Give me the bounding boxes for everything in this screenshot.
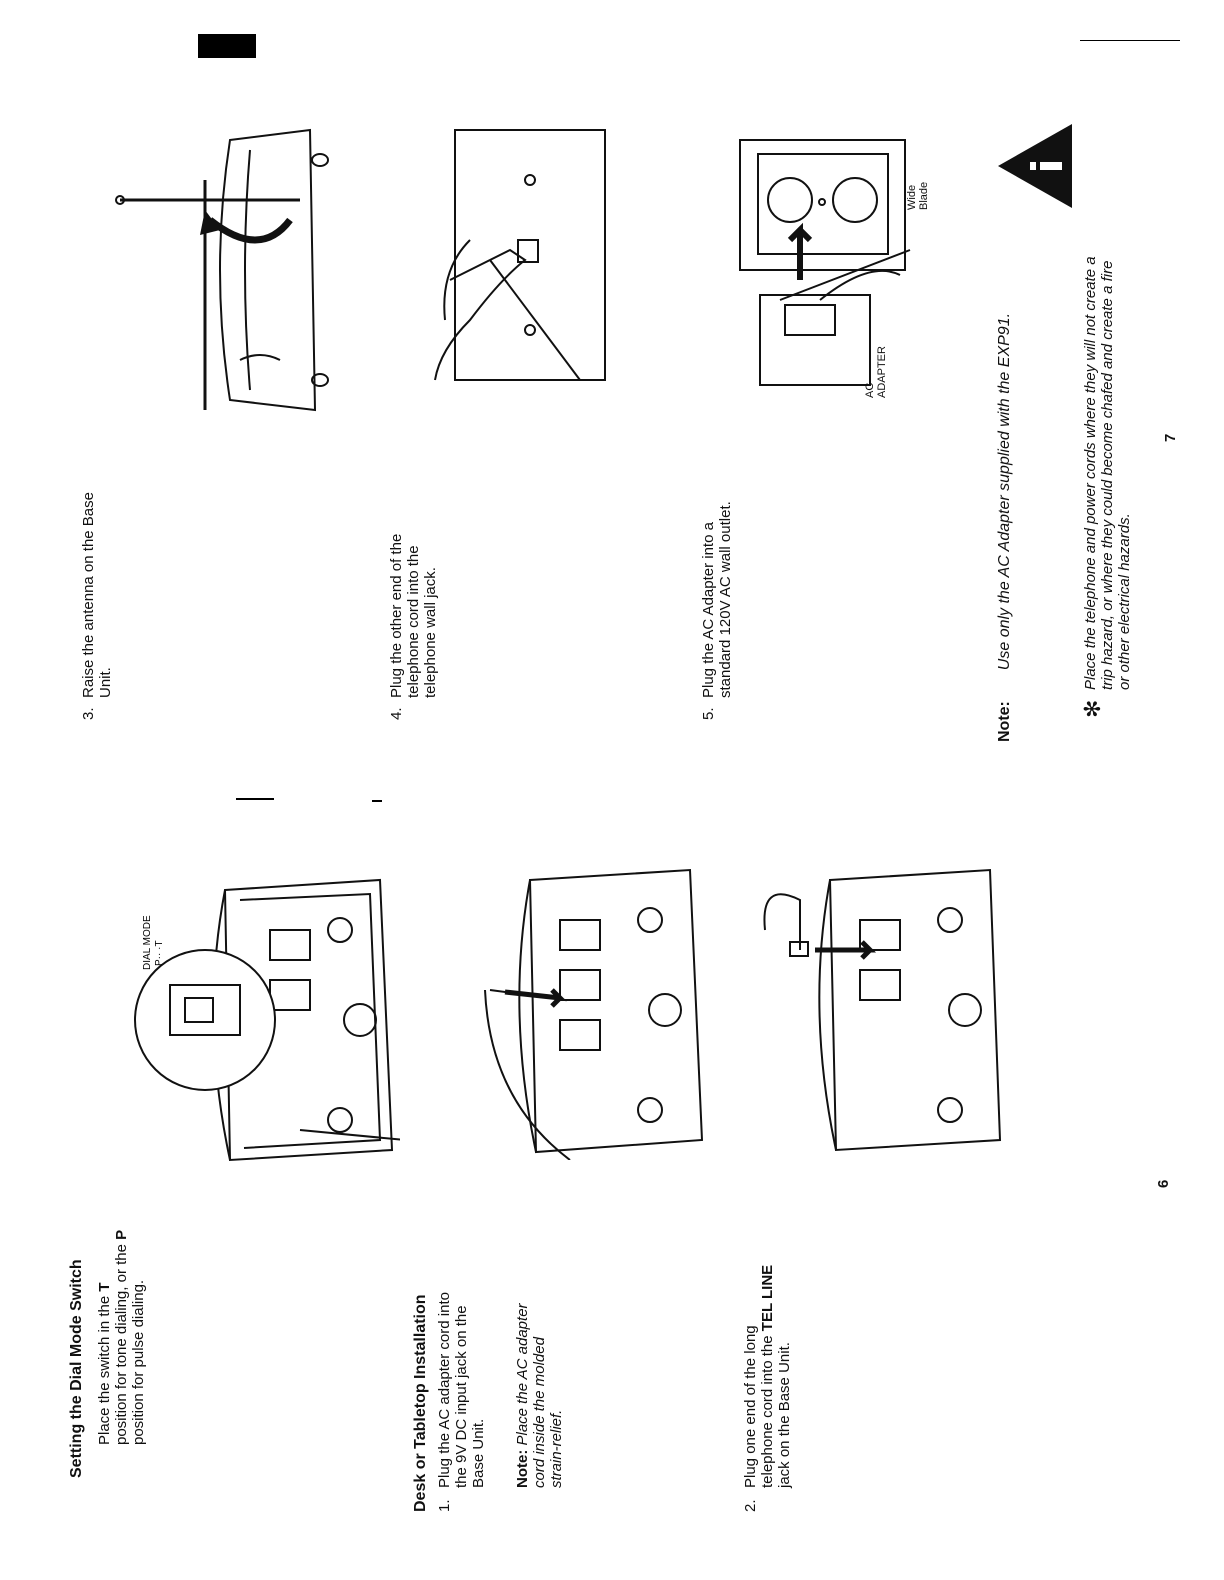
page-number-6: 6 bbox=[1155, 1179, 1172, 1188]
warning-triangle-icon bbox=[998, 124, 1072, 208]
blade-label: Wide Blade bbox=[906, 182, 930, 210]
step-4-text: Plug the other end of the telephone cord… bbox=[388, 534, 439, 698]
dial-mode-line-3: position for pulse dialing. bbox=[130, 1279, 147, 1445]
ac-adapter-outlet-illustration bbox=[730, 130, 950, 410]
step-3-line-2: Unit. bbox=[97, 667, 114, 698]
blade-label-line-2: Blade bbox=[918, 181, 930, 210]
desk-note-line-2: cord inside the molded bbox=[531, 1337, 548, 1488]
step-5-line-2: standard 120V AC wall outlet. bbox=[717, 501, 734, 698]
adapter-label-line-1: AC bbox=[864, 382, 876, 398]
step-2-line-2: telephone cord into the TEL LINE bbox=[759, 1264, 776, 1488]
dial-mode-sublabel: P·· ·T bbox=[154, 940, 165, 966]
desk-install-heading: Desk or Tabletop Installation bbox=[412, 1294, 429, 1512]
desk-note-line-3: strain-relief. bbox=[548, 1409, 565, 1488]
scan-dash-2 bbox=[372, 800, 382, 802]
dial-mode-heading: Setting the Dial Mode Switch bbox=[68, 1259, 85, 1478]
desk-note-line-1: Note: Place the AC adapter bbox=[514, 1303, 531, 1488]
page-number-7: 7 bbox=[1162, 433, 1179, 442]
right-note-label: Note: bbox=[996, 701, 1013, 742]
asterisk-icon: ✻ bbox=[1080, 699, 1105, 718]
base-unit-dial-mode-illustration: DIAL MODE P·· ·T bbox=[130, 870, 400, 1170]
step-4-line-2: telephone cord into the bbox=[405, 545, 422, 698]
step-3-number: 3. bbox=[80, 707, 97, 720]
step-4-number: 4. bbox=[388, 707, 405, 720]
warning-line-1: Place the telephone and power cords wher… bbox=[1082, 256, 1099, 690]
scan-dash-1 bbox=[236, 798, 274, 800]
step-1-line-3: Base Unit. bbox=[470, 1418, 487, 1488]
dial-mode-label: DIAL MODE bbox=[142, 915, 153, 970]
dial-mode-body: Place the switch in the T position for t… bbox=[96, 1230, 147, 1445]
registration-mark bbox=[198, 34, 256, 58]
step-2-number: 2. bbox=[742, 1499, 759, 1512]
adapter-label: AC ADAPTER bbox=[864, 346, 888, 398]
scan-line-top-right bbox=[1080, 40, 1180, 41]
blade-label-line-1: Wide bbox=[906, 184, 918, 210]
step-1-text: Plug the AC adapter cord into the 9V DC … bbox=[436, 1292, 487, 1488]
step-2-text: Plug one end of the long telephone cord … bbox=[742, 1265, 793, 1488]
step-4-line-3: telephone wall jack. bbox=[422, 567, 439, 698]
adapter-label-line-2: ADAPTER bbox=[876, 346, 888, 398]
base-unit-dc-jack-illustration bbox=[470, 860, 730, 1160]
step-5-text: Plug the AC Adapter into a standard 120V… bbox=[700, 501, 734, 698]
step-1-line-1: Plug the AC adapter cord into bbox=[436, 1292, 453, 1488]
right-note-text: Use only the AC Adapter supplied with th… bbox=[996, 312, 1013, 671]
step-5-number: 5. bbox=[700, 707, 717, 720]
desk-note: Note: Place the AC adapter cord inside t… bbox=[514, 1303, 565, 1488]
right-note: Note: Use only the AC Adapter supplied w… bbox=[996, 313, 1014, 742]
step-2-line-1: Plug one end of the long bbox=[742, 1325, 759, 1488]
dial-mode-line-1: Place the switch in the T bbox=[96, 1282, 113, 1445]
raise-antenna-illustration bbox=[110, 120, 340, 420]
warning-line-3: or other electrical hazards. bbox=[1116, 513, 1133, 690]
wall-jack-illustration bbox=[430, 120, 620, 390]
step-4-line-1: Plug the other end of the bbox=[388, 533, 405, 698]
step-1-line-2: the 9V DC input jack on the bbox=[453, 1305, 470, 1488]
base-unit-tel-line-illustration bbox=[760, 860, 1020, 1160]
step-5-line-1: Plug the AC Adapter into a bbox=[700, 522, 717, 698]
step-2-line-3: jack on the Base Unit. bbox=[776, 1342, 793, 1488]
step-3-text: Raise the antenna on the Base Unit. bbox=[80, 492, 114, 698]
warning-text: Place the telephone and power cords wher… bbox=[1082, 256, 1133, 690]
dial-mode-line-2: position for tone dialing, or the P bbox=[113, 1229, 130, 1445]
warning-line-2: trip hazard, or where they could become … bbox=[1099, 260, 1116, 690]
step-3-line-1: Raise the antenna on the Base bbox=[80, 492, 97, 698]
step-1-number: 1. bbox=[436, 1499, 453, 1512]
